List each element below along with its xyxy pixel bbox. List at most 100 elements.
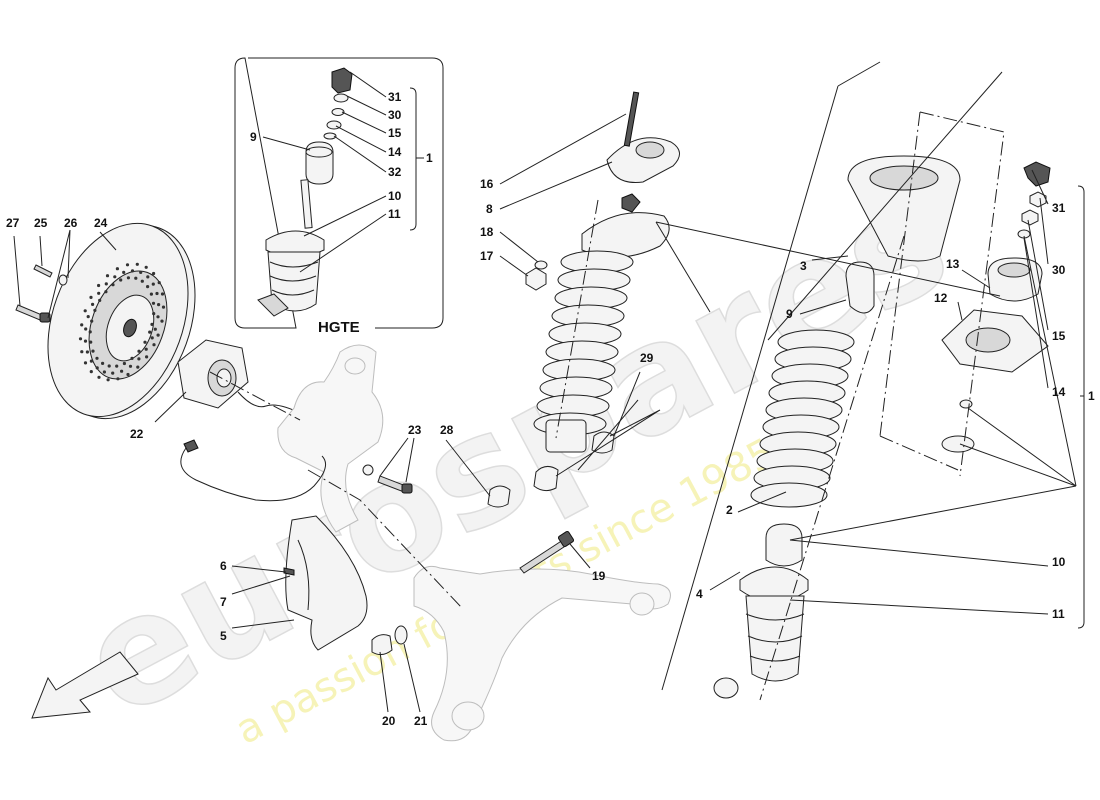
disc-hole — [80, 350, 84, 354]
coil-spring — [533, 250, 634, 436]
disc-hole — [161, 305, 166, 309]
spring-coil — [750, 482, 828, 508]
disc-hole — [115, 364, 119, 368]
callout-14-inset: 14 — [388, 145, 402, 159]
callout-27: 27 — [6, 216, 20, 230]
bolt-19 — [519, 530, 575, 574]
disc-hole — [95, 366, 99, 370]
callout-22: 22 — [130, 427, 144, 441]
disc-hole — [122, 270, 126, 274]
callout-26: 26 — [64, 216, 78, 230]
lower-wishbone-ghost — [413, 565, 671, 742]
disc-hole — [150, 336, 154, 340]
disc-hole — [144, 265, 148, 269]
disc-hole — [89, 340, 93, 344]
leader-lines — [13, 71, 1085, 713]
disc-hole — [126, 372, 130, 377]
callout-13: 13 — [946, 257, 960, 271]
callout-15: 15 — [1052, 329, 1066, 343]
splash-shield — [283, 515, 368, 651]
callout-17: 17 — [480, 249, 494, 263]
disc-hole — [130, 269, 135, 273]
disc-hole — [97, 291, 101, 295]
disc-hole — [107, 364, 111, 368]
disc-hole — [101, 361, 105, 365]
callout-9: 9 — [786, 307, 793, 321]
disc-hole — [85, 350, 89, 354]
disc-hole — [89, 359, 93, 363]
disc-hole — [128, 364, 133, 368]
disc-hole — [156, 315, 160, 319]
disc-hole — [83, 339, 88, 343]
callout-21: 21 — [414, 714, 428, 728]
disc-hole — [80, 323, 84, 327]
brake-disc — [47, 222, 196, 420]
callout-labels: 31 30 15 14 32 9 10 11 1 16 8 18 17 29 2… — [6, 90, 1095, 728]
callout-3: 3 — [800, 259, 807, 273]
disc-hole — [86, 315, 90, 319]
callout-9-inset: 9 — [250, 130, 257, 144]
disc-hole — [152, 312, 156, 316]
disc-hole — [149, 292, 153, 296]
disc-hole — [89, 370, 93, 374]
disc-hole — [125, 263, 130, 267]
callout-5: 5 — [220, 629, 227, 643]
callout-10-inset: 10 — [388, 189, 402, 203]
disc-hole — [113, 275, 117, 279]
callout-19: 19 — [592, 569, 606, 583]
callout-20: 20 — [382, 714, 396, 728]
nut-17-washer-18 — [525, 260, 548, 291]
callout-31-inset: 31 — [388, 90, 402, 104]
disc-hole — [137, 349, 141, 353]
inset-shock-absorber — [257, 67, 353, 317]
disc-hole — [139, 270, 143, 274]
disc-hole — [160, 292, 165, 296]
callout-1-inset: 1 — [426, 151, 433, 165]
disc-hole — [146, 285, 150, 289]
disc-hole — [93, 308, 97, 312]
disc-hole — [83, 309, 87, 313]
disc-hole — [136, 365, 140, 369]
callout-7: 7 — [220, 595, 227, 609]
disc-hole — [98, 298, 102, 302]
callout-16: 16 — [480, 177, 494, 191]
disc-hole — [88, 330, 92, 334]
inset-panel: HGTE — [234, 57, 444, 336]
callout-2: 2 — [726, 503, 733, 517]
callout-30-inset: 30 — [388, 108, 402, 122]
disc-hole — [104, 282, 108, 286]
bolt-23 — [362, 464, 413, 494]
callout-15-inset: 15 — [388, 126, 402, 140]
wheel-hub — [177, 339, 303, 415]
disc-hole — [119, 278, 123, 282]
disc-hole — [140, 279, 144, 283]
callout-6: 6 — [220, 559, 227, 573]
disc-hole — [150, 322, 154, 326]
coilover-assembly — [533, 91, 680, 492]
upright-ghost — [277, 344, 384, 533]
disc-hole — [105, 274, 110, 278]
disc-hole — [102, 370, 106, 374]
disc-hole — [126, 276, 130, 280]
section-lines — [661, 61, 1003, 691]
disc-hole — [91, 349, 95, 353]
disc-hole — [122, 361, 126, 366]
callout-18: 18 — [480, 225, 494, 239]
callout-12: 12 — [934, 291, 948, 305]
nut-and-washer — [371, 625, 408, 656]
disc-hole — [111, 283, 115, 287]
disc-hole — [130, 356, 134, 360]
callout-14: 14 — [1052, 385, 1066, 399]
disc-hole — [104, 290, 108, 294]
disc-hole — [83, 361, 88, 365]
disc-hole — [137, 357, 141, 361]
disc-hole — [153, 327, 157, 331]
disc-hole — [120, 369, 124, 373]
disc-hole — [91, 302, 95, 306]
disc-hole — [152, 271, 156, 276]
disc-hole — [144, 347, 148, 351]
coil-spring — [750, 329, 855, 508]
disc-hole — [135, 262, 139, 266]
disc-hole — [89, 295, 93, 299]
callout-11-inset: 11 — [388, 207, 401, 221]
